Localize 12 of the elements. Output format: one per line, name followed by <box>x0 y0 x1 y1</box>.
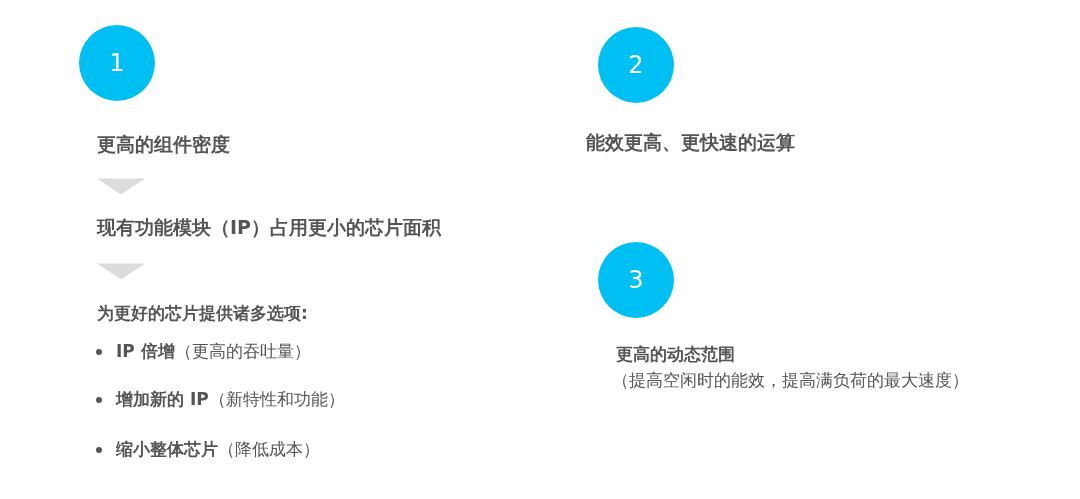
feature-heading: 能效更高、更快速的运算 <box>586 130 795 155</box>
bullet-text: 增加新的 IP（新特性和功能） <box>116 388 345 411</box>
step-heading: 为更好的芯片提供诸多选项: <box>97 302 308 325</box>
number-circle: 3 <box>598 242 674 318</box>
feature-heading: 更高的动态范围 <box>616 343 735 366</box>
feature-note: （提高空闲时的能效，提高满负荷的最大速度） <box>612 369 969 392</box>
step-heading: 现有功能模块（IP）占用更小的芯片面积 <box>97 215 441 240</box>
step-heading: 更高的组件密度 <box>97 132 230 157</box>
number-circle: 1 <box>79 25 155 101</box>
bullet-text: 缩小整体芯片（降低成本） <box>116 438 320 461</box>
bullet-text: IP 倍增（更高的吞吐量） <box>116 340 311 363</box>
number-circle: 2 <box>598 27 674 103</box>
